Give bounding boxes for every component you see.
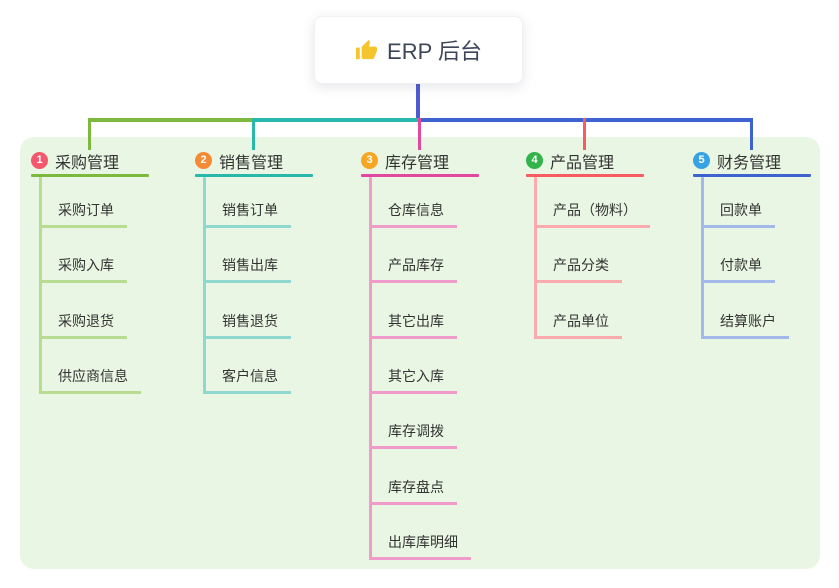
branch-销售管理: 2 销售管理销售订单销售出库销售退货客户信息 <box>195 150 313 394</box>
branch-number-badge: 4 <box>526 152 543 169</box>
child-node[interactable]: 销售退货 <box>203 311 291 339</box>
branch-trunk-line <box>203 177 206 394</box>
child-node[interactable]: 销售出库 <box>203 255 291 284</box>
branch-库存管理: 3 库存管理仓库信息产品库存其它出库其它入库库存调拨库存盘点出库库明细 <box>361 150 479 560</box>
bus-segment <box>252 118 421 122</box>
branch-number-badge: 2 <box>195 152 212 169</box>
child-node[interactable]: 出库库明细 <box>369 532 471 560</box>
child-node[interactable]: 销售订单 <box>203 200 291 228</box>
branch-label: 产品管理 <box>550 154 615 172</box>
child-node[interactable]: 回款单 <box>701 200 775 228</box>
root-connector-line <box>416 84 420 122</box>
child-node[interactable]: 产品（物料） <box>534 200 650 228</box>
child-node[interactable]: 库存盘点 <box>369 477 457 505</box>
child-node[interactable]: 其它出库 <box>369 311 457 339</box>
branch-node[interactable]: 1 采购管理 <box>31 150 149 172</box>
branch-number-badge: 5 <box>693 152 710 169</box>
child-node[interactable]: 客户信息 <box>203 366 291 394</box>
branch-node[interactable]: 4 产品管理 <box>526 150 644 172</box>
branch-node[interactable]: 2 销售管理 <box>195 150 313 172</box>
branch-number-badge: 3 <box>361 152 378 169</box>
branch-trunk-line <box>701 177 704 339</box>
branches-panel <box>20 137 820 569</box>
branch-underline <box>526 174 644 177</box>
branch-label: 库存管理 <box>385 154 450 172</box>
child-node[interactable]: 库存调拨 <box>369 421 457 450</box>
branch-trunk-line <box>369 177 372 560</box>
branch-采购管理: 1 采购管理采购订单采购入库采购退货供应商信息 <box>31 150 149 394</box>
branch-underline <box>31 174 149 177</box>
child-node[interactable]: 付款单 <box>701 255 775 284</box>
branch-underline <box>693 174 811 177</box>
child-node[interactable]: 采购入库 <box>39 255 127 284</box>
branch-drop-line <box>750 118 753 150</box>
branch-node[interactable]: 3 库存管理 <box>361 150 479 172</box>
branch-underline <box>361 174 479 177</box>
child-node[interactable]: 采购订单 <box>39 200 127 228</box>
child-node[interactable]: 产品库存 <box>369 255 457 284</box>
bus-segment <box>88 118 255 122</box>
child-node[interactable]: 采购退货 <box>39 311 127 339</box>
child-node[interactable]: 供应商信息 <box>39 366 141 394</box>
child-node[interactable]: 仓库信息 <box>369 200 457 228</box>
branch-label: 财务管理 <box>717 154 782 172</box>
child-node[interactable]: 结算账户 <box>701 311 789 339</box>
branch-label: 销售管理 <box>219 154 284 172</box>
root-node-label: ERP 后台 <box>387 39 482 64</box>
branch-number-badge: 1 <box>31 152 48 169</box>
branch-trunk-line <box>39 177 42 394</box>
branch-node[interactable]: 5 财务管理 <box>693 150 811 172</box>
branch-drop-line <box>418 118 421 150</box>
branch-drop-line <box>583 118 586 150</box>
child-node[interactable]: 产品分类 <box>534 255 622 284</box>
branch-label: 采购管理 <box>55 154 120 172</box>
root-node[interactable]: ERP 后台 <box>314 16 523 84</box>
branch-underline <box>195 174 313 177</box>
branch-drop-line <box>252 118 255 150</box>
branch-产品管理: 4 产品管理产品（物料） 产品分类产品单位 <box>526 150 650 339</box>
branch-drop-line <box>88 118 91 150</box>
branch-trunk-line <box>534 177 537 339</box>
thumbs-up-icon <box>355 39 378 62</box>
child-node[interactable]: 产品单位 <box>534 311 622 339</box>
child-node[interactable]: 其它入库 <box>369 366 457 394</box>
branch-财务管理: 5 财务管理回款单付款单结算账户 <box>693 150 811 339</box>
